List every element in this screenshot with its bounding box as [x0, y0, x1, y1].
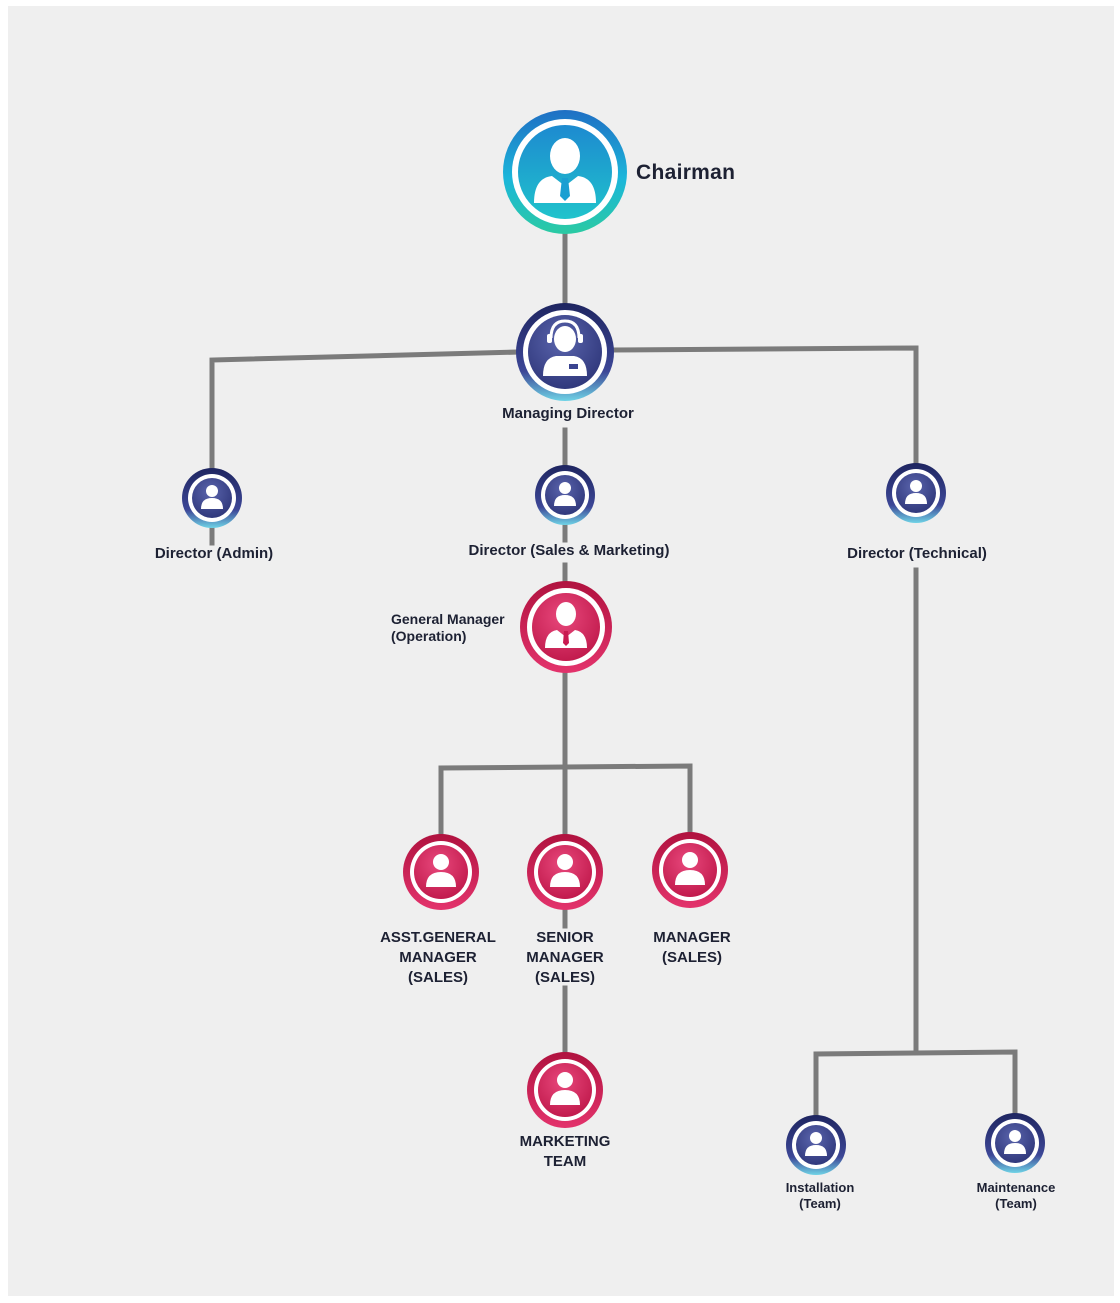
installation-team-label-line1: Installation	[785, 1180, 855, 1195]
senior-manager-node	[527, 834, 603, 910]
director-sales-label: Director (Sales & Marketing)	[468, 542, 670, 559]
marketing-team-node	[527, 1052, 603, 1128]
asst-general-manager-label-line3: (SALES)	[407, 969, 468, 986]
asst-general-manager-node	[403, 834, 479, 910]
senior-manager-label-line3: (SALES)	[535, 969, 595, 986]
connector-teams-bar	[813, 1049, 1018, 1121]
general-manager-node	[520, 581, 612, 673]
asst-general-manager-label-line2: MANAGER	[399, 949, 477, 966]
person-icon	[554, 482, 576, 506]
managing-director-label: Managing Director	[502, 405, 634, 422]
connector-md-director-admin	[209, 349, 523, 473]
maintenance-team-label-line2: (Team)	[995, 1195, 1037, 1211]
person-icon	[201, 485, 223, 509]
director-technical-node	[886, 463, 946, 523]
director-admin-node	[182, 468, 242, 528]
asst-general-manager-label: ASST.GENERAL MANAGER (SALES)	[380, 928, 496, 988]
headset-person-icon	[543, 319, 587, 376]
senior-manager-label-line2: MANAGER	[526, 949, 604, 966]
connector-md-director-technical	[609, 345, 919, 469]
maintenance-team-label: Maintenance (Team)	[977, 1180, 1056, 1211]
general-manager-label-line1: General Manager	[391, 611, 505, 627]
senior-manager-label-line1: SENIOR	[536, 929, 594, 946]
director-technical-label: Director (Technical)	[847, 545, 987, 562]
connector-lines	[209, 229, 1018, 1121]
person-icon	[805, 1132, 827, 1156]
businessman-icon	[545, 602, 587, 648]
marketing-team-label-line2: TEAM	[543, 1153, 587, 1170]
marketing-team-label: MARKETING TEAM	[520, 1132, 611, 1172]
person-icon	[550, 854, 580, 887]
person-icon	[905, 480, 927, 504]
maintenance-team-node	[985, 1113, 1045, 1173]
director-admin-label: Director (Admin)	[154, 545, 274, 562]
managing-director-node	[516, 303, 614, 401]
installation-team-label-line2: (Team)	[799, 1195, 841, 1211]
chairman-label: Chairman	[636, 161, 736, 184]
connector-sales-branch-bar	[438, 763, 693, 839]
maintenance-team-label-line1: Maintenance	[976, 1180, 1056, 1195]
manager-sales-label-line2: (SALES)	[662, 949, 722, 966]
person-icon	[550, 1072, 580, 1105]
manager-sales-node	[652, 832, 728, 908]
person-icon	[675, 852, 705, 885]
installation-team-label: Installation (Team)	[786, 1180, 855, 1211]
general-manager-label: General Manager (Operation)	[391, 611, 505, 645]
senior-manager-label: SENIOR MANAGER (SALES)	[526, 928, 604, 988]
asst-general-manager-label-line1: ASST.GENERAL	[380, 929, 496, 946]
chairman-node	[503, 110, 627, 234]
manager-sales-label-line1: MANAGER	[653, 929, 731, 946]
installation-team-node	[786, 1115, 846, 1175]
marketing-team-label-line1: MARKETING	[519, 1133, 611, 1150]
businessman-icon	[534, 138, 596, 203]
person-icon	[426, 854, 456, 887]
manager-sales-label: MANAGER (SALES)	[653, 928, 731, 968]
director-sales-node	[535, 465, 595, 525]
person-icon	[1004, 1130, 1026, 1154]
general-manager-label-line2: (Operation)	[391, 627, 467, 644]
